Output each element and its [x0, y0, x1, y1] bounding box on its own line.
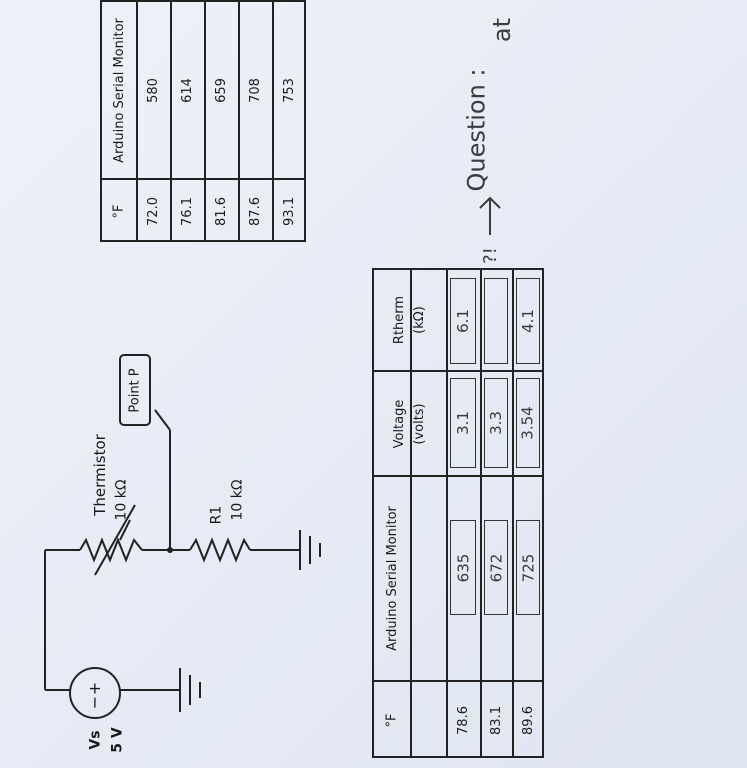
top-data-table: °F Arduino Serial Monitor 72.0 580 76.1 … [100, 0, 306, 242]
arrow-icon [479, 196, 501, 235]
source-value: 5 V [110, 727, 127, 753]
handwritten-at: at [488, 17, 516, 43]
source-label: Vs [87, 730, 104, 750]
point-p-box [119, 354, 151, 426]
handwritten-question: Question : [463, 68, 491, 192]
voltage-source-symbol [69, 667, 121, 719]
resistor-symbol [189, 537, 251, 563]
r1-value: 10 kΩ [230, 479, 247, 521]
thermistor-value: 10 kΩ [114, 479, 131, 521]
handwritten-mark: ?! [479, 246, 501, 264]
r1-label: R1 [207, 505, 224, 525]
thermistor-label: Thermistor [91, 434, 109, 516]
source-minus-sign: − [85, 695, 105, 709]
bottom-data-table: °F Arduino Serial Monitor Voltage (volts… [372, 268, 544, 758]
point-p-label: Point P [127, 367, 143, 413]
thermistor-symbol [79, 537, 143, 563]
